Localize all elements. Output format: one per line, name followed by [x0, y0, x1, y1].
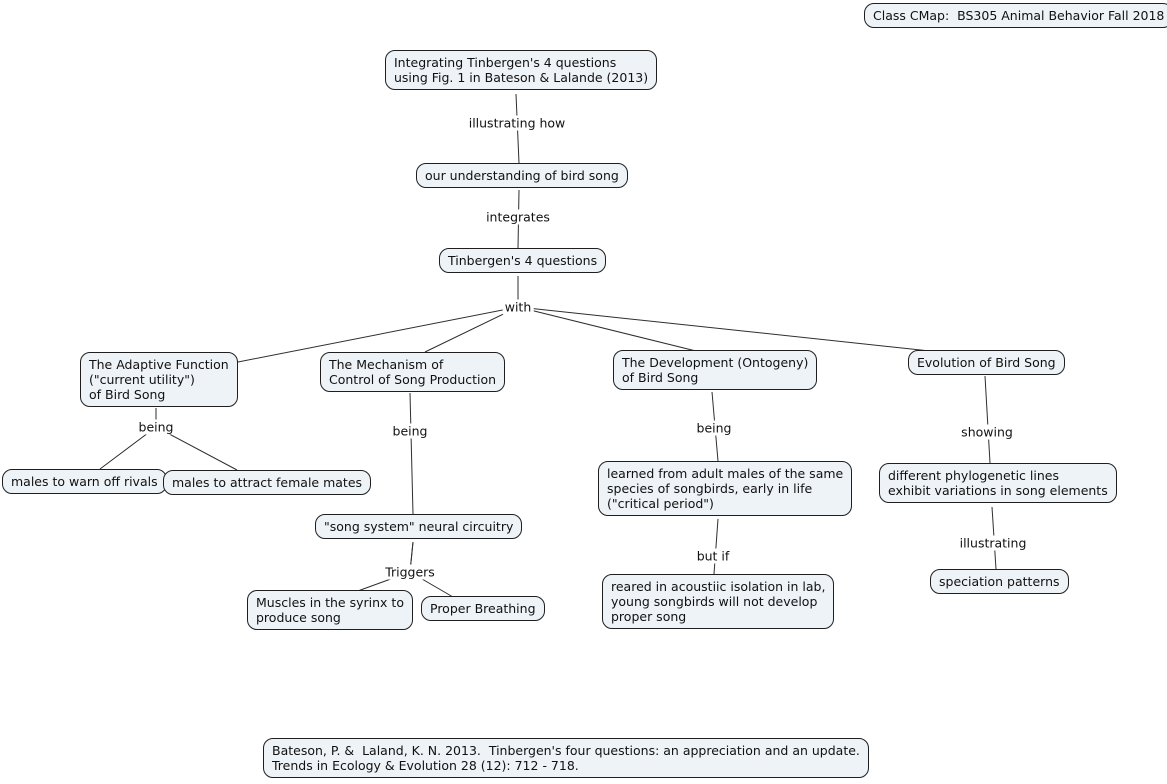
edge-line — [424, 306, 519, 353]
node-reared-isolation[interactable]: reared in acoustiic isolation in lab, yo… — [602, 574, 835, 629]
link-label-but-if[interactable]: but if — [694, 548, 732, 564]
link-label-being-mechanism[interactable]: being — [390, 423, 430, 439]
node-warn-rivals[interactable]: males to warn off rivals — [2, 469, 167, 494]
node-our-understanding[interactable]: our understanding of bird song — [416, 163, 628, 188]
edge-line — [517, 306, 701, 353]
link-label-illustrating[interactable]: illustrating — [957, 535, 1029, 551]
node-muscles-syrinx[interactable]: Muscles in the syrinx to produce song — [247, 590, 413, 630]
node-song-system[interactable]: "song system" neural circuitry — [315, 514, 523, 539]
edge-line — [232, 306, 519, 364]
node-attract-mates[interactable]: males to attract female mates — [163, 470, 372, 495]
edge-line — [155, 408, 238, 471]
node-citation[interactable]: Bateson, P. & Laland, K. N. 2013. Tinber… — [263, 738, 869, 778]
node-learned-from-adult-males[interactable]: learned from adult males of the same spe… — [598, 461, 853, 516]
node-development[interactable]: The Development (Ontogeny) of Bird Song — [613, 350, 818, 390]
link-label-showing[interactable]: showing — [959, 424, 1015, 440]
node-mechanism[interactable]: The Mechanism of Control of Song Product… — [320, 352, 506, 392]
link-label-illustrating-how[interactable]: illustrating how — [466, 115, 568, 131]
edge-line — [409, 392, 414, 515]
link-label-being-development[interactable]: being — [694, 420, 734, 436]
node-tinbergens-4-questions[interactable]: Tinbergen's 4 questions — [439, 248, 607, 273]
link-label-with[interactable]: with — [502, 299, 534, 315]
edge-line — [984, 375, 991, 464]
node-class-title[interactable]: Class CMap: BS305 Animal Behavior Fall 2… — [864, 3, 1167, 28]
node-evolution[interactable]: Evolution of Bird Song — [908, 350, 1065, 375]
edge-line — [517, 306, 931, 352]
link-label-integrates[interactable]: integrates — [484, 209, 552, 225]
node-integrating[interactable]: Integrating Tinbergen's 4 questions usin… — [385, 50, 658, 90]
edge-line — [99, 408, 157, 470]
node-speciation-patterns[interactable]: speciation patterns — [930, 569, 1069, 594]
node-proper-breathing[interactable]: Proper Breathing — [421, 596, 545, 621]
link-label-being-adaptive[interactable]: being — [136, 419, 176, 435]
node-phylogenetic-lines[interactable]: different phylogenetic lines exhibit var… — [879, 463, 1117, 503]
link-label-triggers[interactable]: Triggers — [383, 564, 437, 580]
node-adaptive-function[interactable]: The Adaptive Function ("current utility"… — [80, 352, 238, 407]
edge-line — [713, 518, 719, 575]
